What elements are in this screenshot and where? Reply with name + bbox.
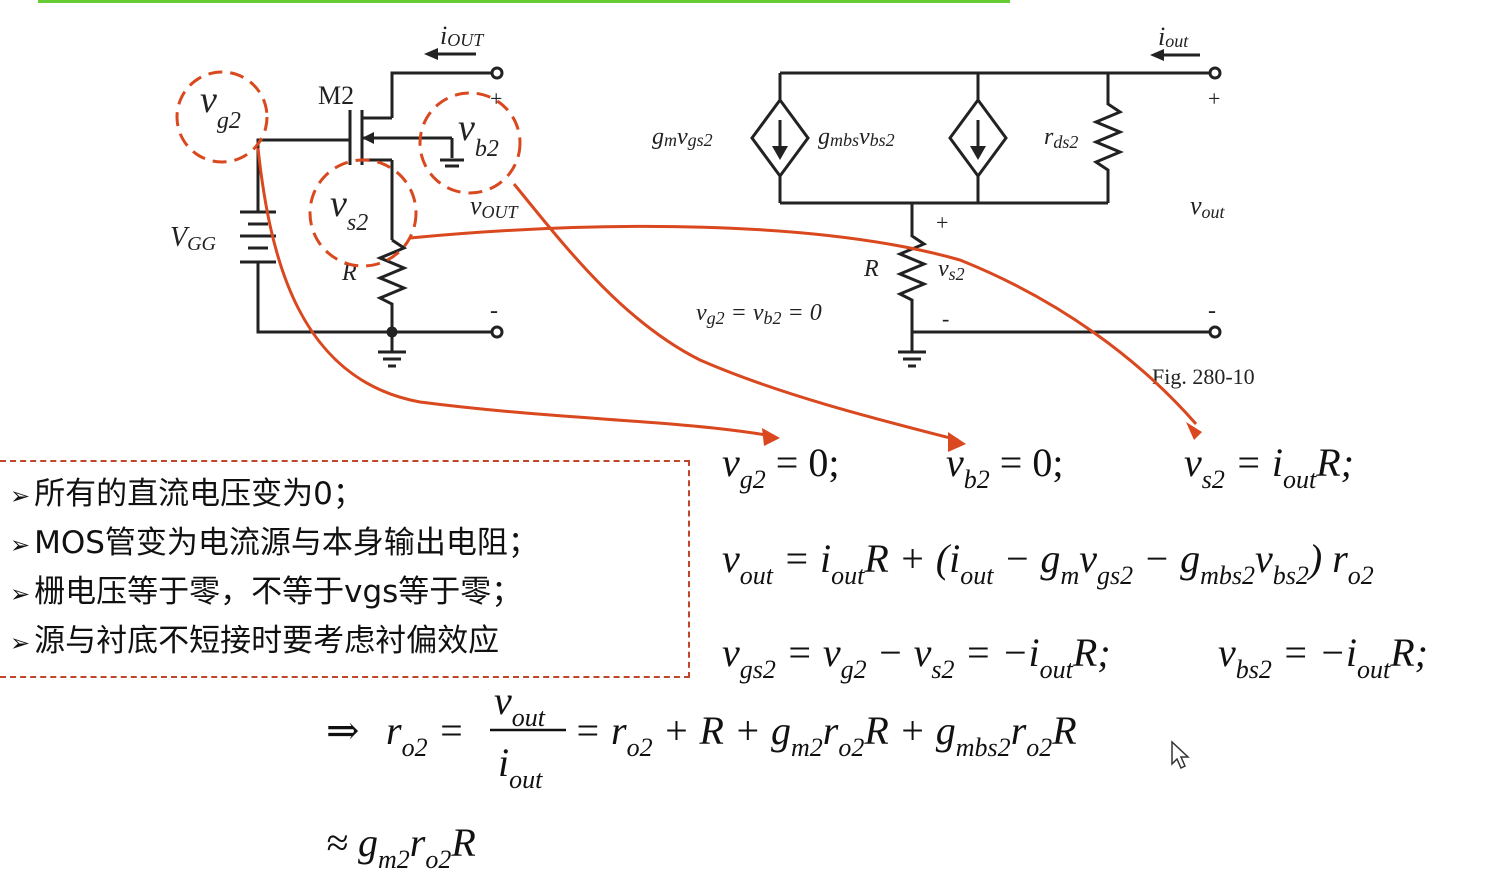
eq-ro2-rhs: = ro2 + R + gm2ro2R + gmbs2ro2R: [574, 708, 1077, 762]
top-accent-bar: [38, 0, 1010, 3]
equations: vg2 = 0; vb2 = 0; vs2 = ioutR; vout = io…: [326, 440, 1428, 874]
left-minus: -: [490, 298, 498, 324]
mouse-cursor-icon: [1171, 740, 1190, 770]
eq-fraction-num: vout: [494, 678, 546, 732]
body-arrow-icon: [362, 132, 374, 144]
left-plus: +: [490, 86, 502, 111]
gmbs-label: gmbsvbs2: [818, 124, 895, 150]
arrow-vb2-to-eq: [512, 183, 959, 442]
eq-vb2: vb2 = 0;: [946, 440, 1063, 494]
iout-right-label: iout: [1158, 22, 1189, 51]
right-output-terminal: [1208, 66, 1222, 80]
right-minus-terminal: [1208, 325, 1222, 339]
circle-vg2: [175, 70, 269, 164]
drain-wire: [390, 71, 492, 118]
vs2-plus: +: [936, 210, 948, 235]
r-resistor: [896, 203, 928, 332]
ground-return: [256, 262, 392, 334]
circle-vb2: [418, 91, 522, 195]
vs2-label: vs2: [938, 256, 965, 284]
iout-label: iOUT: [440, 21, 485, 50]
arrow-head-3-icon: [1186, 422, 1202, 440]
output-terminal: [490, 66, 504, 80]
notes-box: [0, 460, 690, 678]
vgg-label: VGG: [170, 222, 217, 255]
note-item: ➢栅电压等于零，不等于vgs等于零；: [10, 568, 539, 617]
bullet-arrow-icon: ➢: [10, 482, 31, 510]
eq-vout: vout = ioutR + (iout − gmvgs2 − gmbs2vbs…: [722, 536, 1374, 590]
circle-vg2-label: vg2: [200, 79, 241, 134]
rds-resistor: [1092, 73, 1124, 203]
condition-label: vg2 = vb2 = 0: [696, 300, 822, 328]
output-terminal-minus: [490, 325, 504, 339]
notes-list: ➢所有的直流电压变为0； ➢MOS管变为电流源与本身输出电阻； ➢栅电压等于零，…: [10, 470, 539, 666]
gate-wire: [256, 138, 350, 212]
figure-caption: Fig. 280-10: [1152, 364, 1255, 389]
arrow-head-1-icon: [762, 428, 780, 446]
gmbs-down-arrow-icon: [970, 146, 986, 160]
vout-label-right: vout: [1190, 191, 1226, 222]
circle-vb2-label: vb2: [458, 107, 499, 162]
iout-arrow-icon: [424, 48, 438, 60]
circle-vs2-label: vs2: [330, 183, 368, 236]
note-text: 栅电压等于零，不等于vgs等于零；: [34, 574, 523, 610]
note-item: ➢MOS管变为电流源与本身输出电阻；: [10, 519, 539, 568]
transistor-label: M2: [318, 81, 354, 110]
right-circuit: [750, 53, 1222, 368]
arrow-vs2-to-eq: [409, 224, 1198, 425]
gm-down-arrow-icon: [772, 146, 788, 160]
right-plus: +: [1208, 86, 1220, 111]
note-text: 所有的直流电压变为0；: [34, 476, 364, 512]
right-minus: -: [1208, 298, 1216, 324]
note-item: ➢源与衬底不短接时要考虑衬偏效应: [10, 617, 539, 666]
eq-approx: ≈ gm2ro2R: [326, 820, 476, 874]
annotation-arrows: [256, 147, 1198, 442]
note-item: ➢所有的直流电压变为0；: [10, 470, 539, 519]
eq-vbs2: vbs2 = −ioutR;: [1218, 630, 1428, 684]
bullet-arrow-icon: ➢: [10, 580, 31, 608]
arrow-vg2-to-eq: [256, 147, 773, 438]
circle-vs2: [308, 158, 418, 268]
vs2-minus: -: [942, 306, 949, 331]
left-circuit: [240, 52, 504, 368]
vout-label-left: vOUT: [470, 191, 520, 222]
rds-label: rds2: [1044, 124, 1078, 152]
eq-implies-arrow: ⇒: [326, 708, 360, 753]
eq-vgs2: vgs2 = vg2 − vs2 = −ioutR;: [722, 630, 1111, 684]
arrow-head-2-icon: [948, 432, 966, 452]
bullet-arrow-icon: ➢: [10, 629, 31, 657]
iout-right-arrow-icon: [1150, 49, 1164, 61]
eq-vs2: vs2 = ioutR;: [1184, 440, 1354, 494]
gm-label: gmvgs2: [652, 124, 713, 150]
r-label-right: R: [863, 256, 879, 282]
note-text: 源与衬底不短接时要考虑衬偏效应: [34, 623, 500, 659]
resistor-R: [376, 238, 408, 332]
eq-fraction-den: iout: [498, 740, 543, 794]
bullet-arrow-icon: ➢: [10, 531, 31, 559]
note-text: MOS管变为电流源与本身输出电阻；: [34, 525, 539, 561]
eq-ro2-lhs: ro2 =: [386, 708, 465, 762]
eq-vg2: vg2 = 0;: [722, 440, 839, 494]
